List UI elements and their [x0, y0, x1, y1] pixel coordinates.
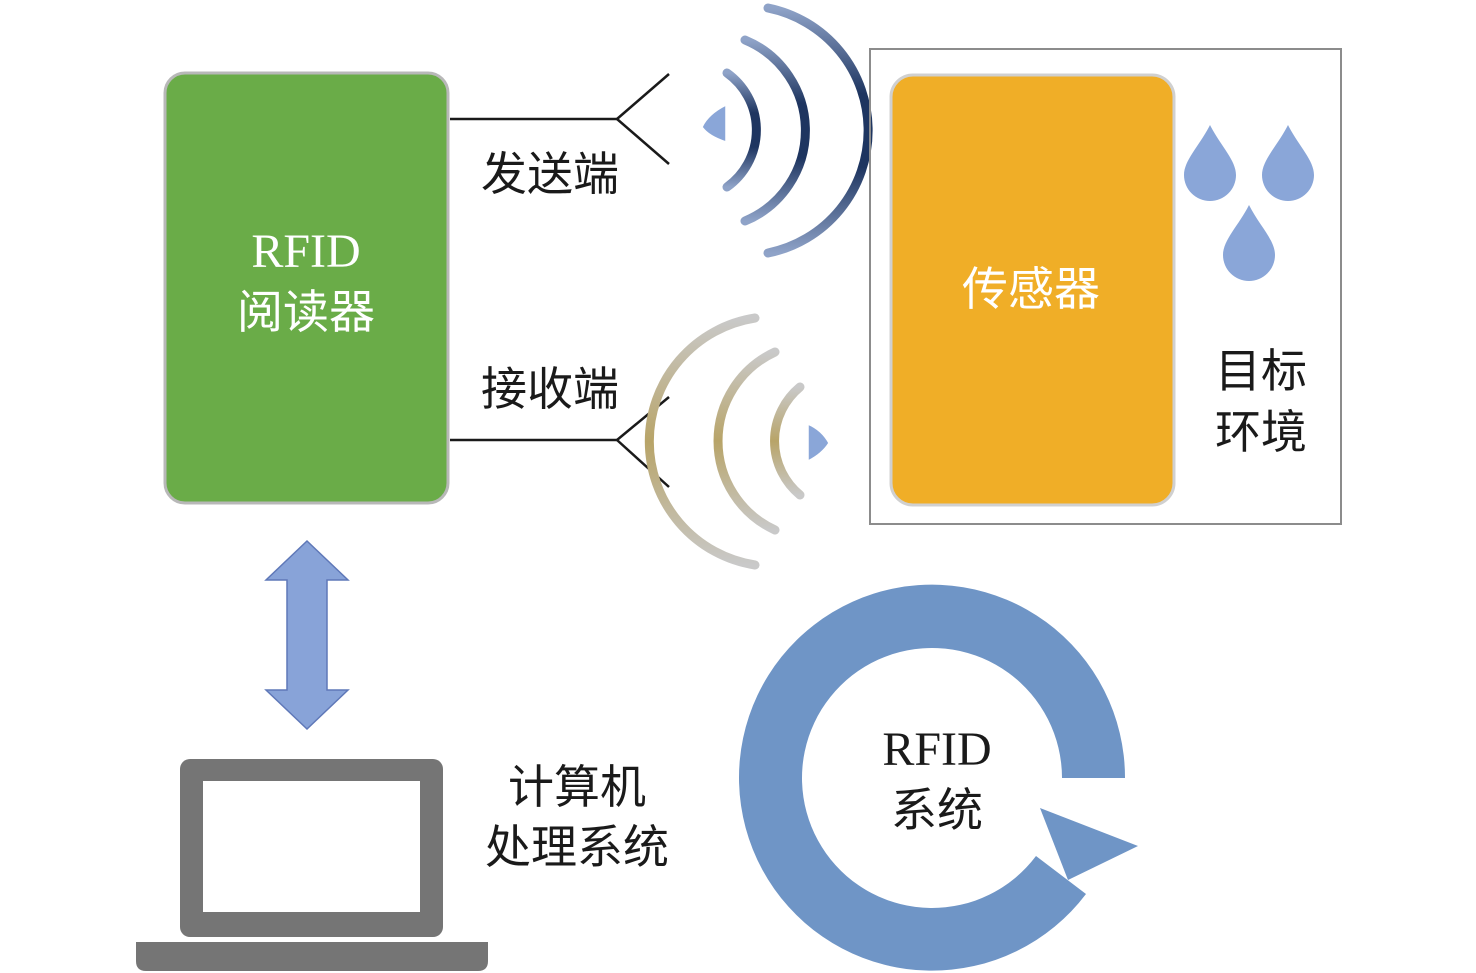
- transmit-wave-small: [722, 68, 761, 192]
- receive-waves: [644, 313, 805, 570]
- sensor-label: 传感器: [962, 262, 1100, 316]
- rfid-reader-label-line1: RFID: [251, 225, 360, 278]
- bidirectional-arrow-icon: [264, 539, 350, 731]
- transmit-antenna-upper-arm: [616, 73, 670, 120]
- transmit-wave-source-icon: [701, 103, 727, 144]
- receive-wave-medium: [713, 347, 780, 535]
- environment-label-line1: 目标: [1215, 344, 1307, 398]
- receive-wave-source-icon: [807, 422, 830, 463]
- rfid-reader-label-line2: 阅读器: [237, 285, 375, 339]
- environment-label-line2: 环境: [1215, 405, 1307, 459]
- receive-antenna-upper-arm: [616, 396, 670, 441]
- transmit-wave-medium: [740, 35, 810, 226]
- receive-antenna: [450, 396, 670, 488]
- transmit-waves: [722, 3, 873, 258]
- transmit-wave-large: [763, 3, 873, 258]
- water-drops: [1184, 125, 1314, 281]
- transmit-antenna-lower-arm: [616, 118, 670, 165]
- receive-antenna-lower-arm: [616, 439, 670, 488]
- water-drop-icon: [1223, 205, 1275, 281]
- laptop-screen: [203, 781, 420, 912]
- water-drop-icon: [1262, 125, 1314, 201]
- transmit-antenna: [450, 73, 670, 165]
- rfid-cycle-icon: RFID 系统: [739, 584, 1138, 971]
- cycle-label-line1: RFID: [882, 723, 991, 776]
- sensor: 传感器: [889, 73, 1176, 507]
- sensor-box: [889, 73, 1176, 507]
- computer-label-line2: 处理系统: [485, 820, 669, 874]
- cycle-ring: [739, 584, 1126, 971]
- rfid-reader: RFID 阅读器: [163, 71, 450, 505]
- transmit-label: 发送端: [481, 147, 619, 201]
- laptop-base: [136, 942, 488, 971]
- receive-wave-large: [644, 313, 760, 570]
- receive-wave-small: [770, 382, 805, 500]
- rfid-reader-box: [163, 71, 450, 505]
- computer-label-line1: 计算机: [508, 760, 646, 814]
- receive-label: 接收端: [481, 362, 619, 416]
- target-environment-frame: [869, 48, 1342, 525]
- cycle-arrowhead: [1040, 808, 1138, 880]
- cycle-label-line2: 系统: [891, 783, 983, 837]
- water-drop-icon: [1184, 125, 1236, 201]
- laptop-icon: [136, 759, 488, 971]
